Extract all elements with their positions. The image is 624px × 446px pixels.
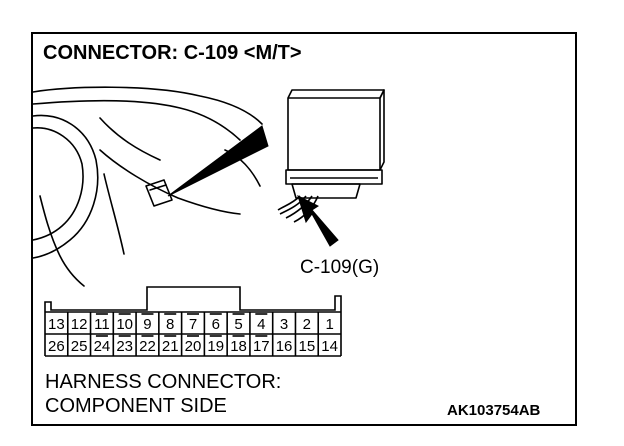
pin-number: 19 [207,338,224,355]
caption-harness-connector: HARNESS CONNECTOR: [45,371,282,393]
pin-number: 7 [189,316,197,333]
ecu-connector-strip [285,169,383,185]
pin-number: 20 [185,338,202,355]
pin-number: 24 [94,338,111,355]
pin-number: 14 [321,338,338,355]
pin-number: 1 [325,316,333,333]
connector-callout-label: C-109(G) [300,257,380,278]
connector-top-edge [44,286,342,312]
pointer-wedge [167,125,269,197]
pin-number: 9 [143,316,151,333]
pin-number: 2 [303,316,311,333]
pin-number: 17 [253,338,270,355]
pin-number: 13 [48,316,65,333]
steering-wheel-outer [32,114,99,259]
module-location [145,179,173,207]
pin-number: 26 [48,338,65,355]
diagram-frame [31,32,577,426]
steering-wheel-inner [32,127,84,241]
pin-number: 10 [116,316,133,333]
pin-number: 18 [230,338,247,355]
wire-harness [277,195,301,211]
callout-arrow [297,195,339,247]
pin-number: 12 [71,316,88,333]
console-inner [39,195,85,287]
dashboard-outline [32,86,263,125]
diagram-title: CONNECTOR: C-109 <M/T> [43,42,302,64]
caption-component-side: COMPONENT SIDE [45,395,227,417]
pin-number: 25 [71,338,88,355]
figure-code: AK103754AB [447,402,541,419]
pin-number: 22 [139,338,156,355]
dash-curve [99,117,161,161]
ecu-box-side [379,89,385,171]
pin-number: 5 [234,316,242,333]
pin-number: 3 [280,316,288,333]
pin-number: 8 [166,316,174,333]
pin-number: 16 [276,338,293,355]
pin-number: 6 [212,316,220,333]
pin-number: 23 [116,338,133,355]
pin-number: 11 [94,316,110,333]
ecu-connector-plug [291,183,361,199]
pin-number: 4 [257,316,265,333]
console-lower [103,173,125,255]
console-outline [99,149,241,215]
pin-number: 15 [299,338,316,355]
dashboard-lower-edge [32,99,241,141]
pin-number: 21 [162,338,179,355]
